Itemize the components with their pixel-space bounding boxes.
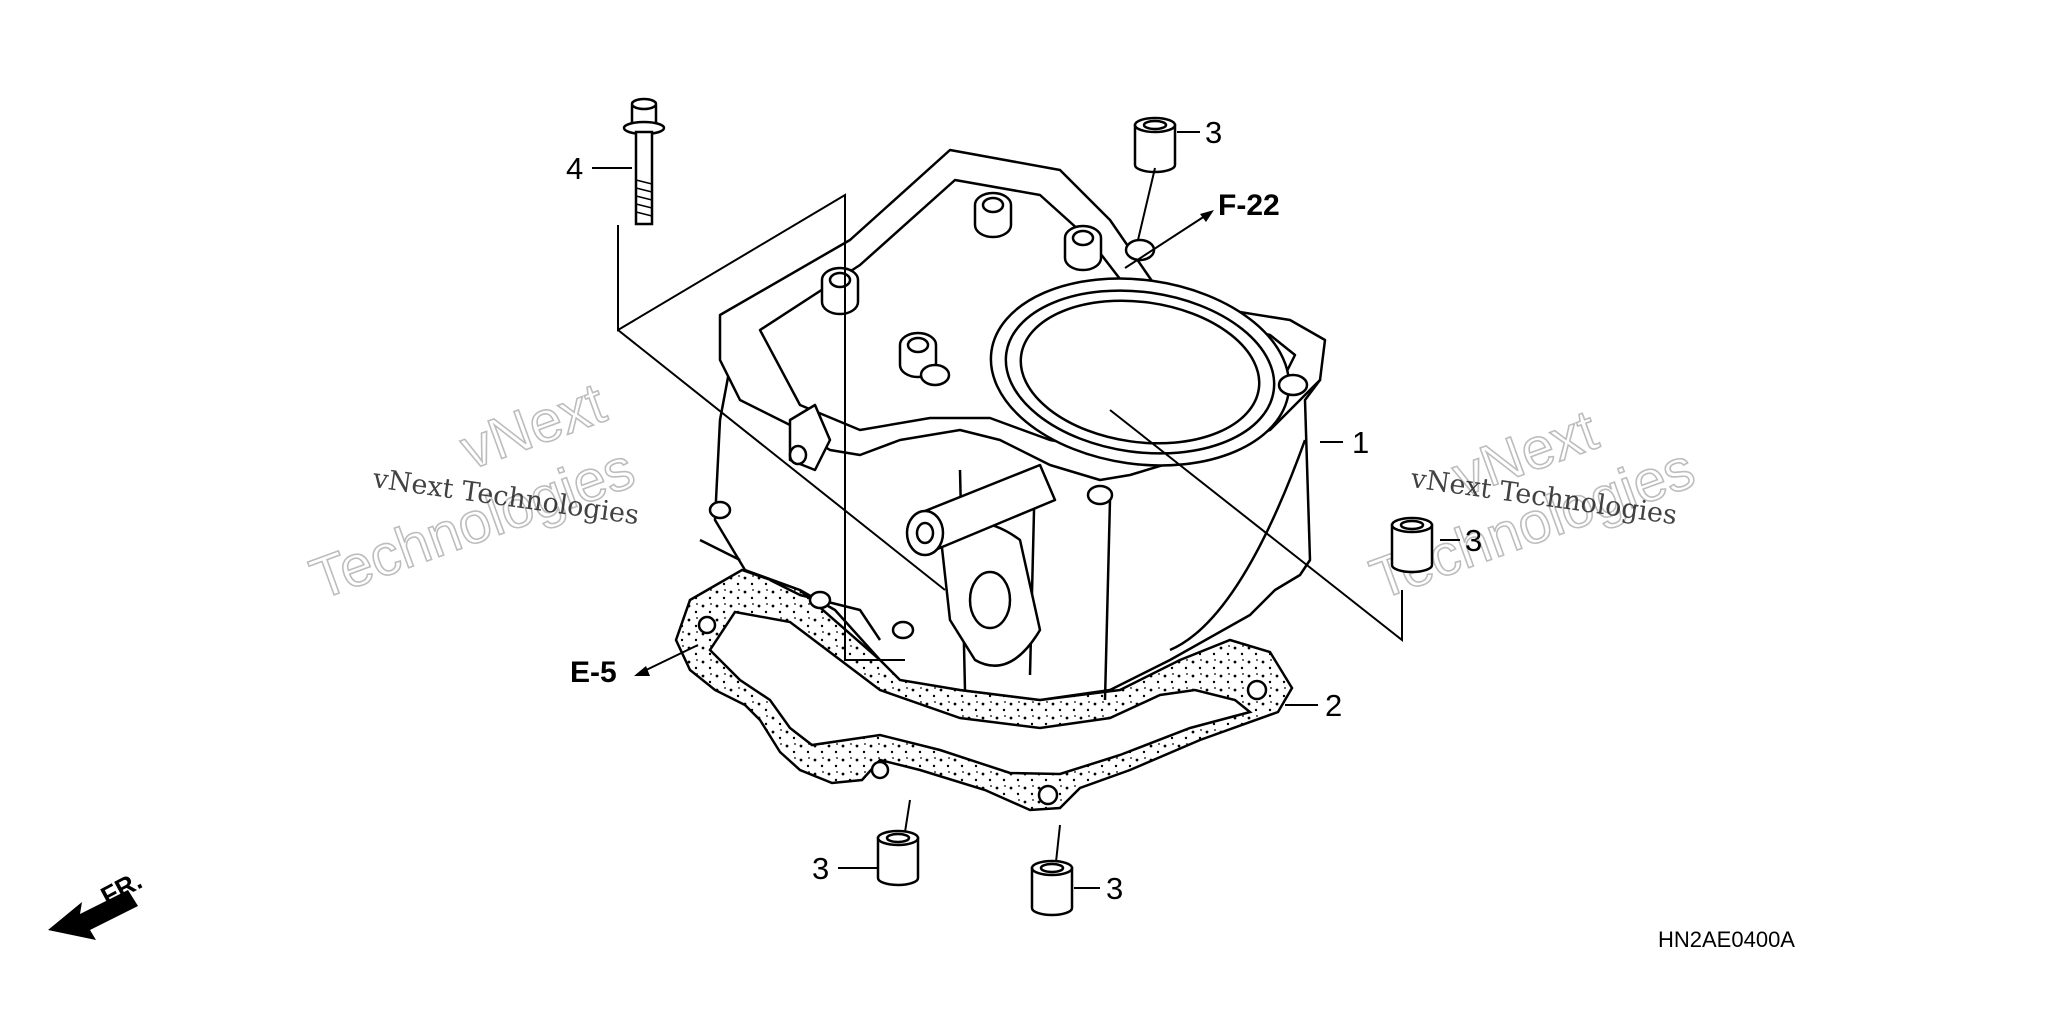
callout-dowel-bottom-right: 3 [1106, 871, 1123, 906]
reference-f22[interactable]: F-22 [1218, 189, 1280, 222]
leader-lines [592, 131, 1460, 889]
callout-dowel-top: 3 [1205, 115, 1222, 150]
dowel-pin-top [1133, 116, 1177, 174]
drawing-code: HN2AE0400A [1658, 927, 1795, 952]
watermark-left: vNext Technologies vNext Technologies [301, 370, 643, 613]
watermark-right: vNext Technologies vNext Technologies [1361, 397, 1703, 613]
callout-gasket: 2 [1325, 688, 1342, 723]
reference-arrowheads [634, 210, 1214, 676]
callout-cylinder: 1 [1352, 425, 1369, 460]
dowel-pin-bottom-right [1030, 859, 1074, 917]
callout-dowel-bottom-left: 3 [812, 851, 829, 886]
flange-bolt [622, 97, 666, 226]
front-direction-arrow-icon [48, 890, 138, 940]
cylinder-block [699, 148, 1327, 702]
reference-e5[interactable]: E-5 [570, 656, 617, 689]
callout-bolt: 4 [566, 151, 583, 186]
dowel-pin-right [1390, 516, 1434, 574]
callout-dowel-right: 3 [1465, 523, 1482, 558]
dowel-pin-bottom-left [876, 829, 920, 887]
cylinder-base-gasket [674, 568, 1294, 812]
